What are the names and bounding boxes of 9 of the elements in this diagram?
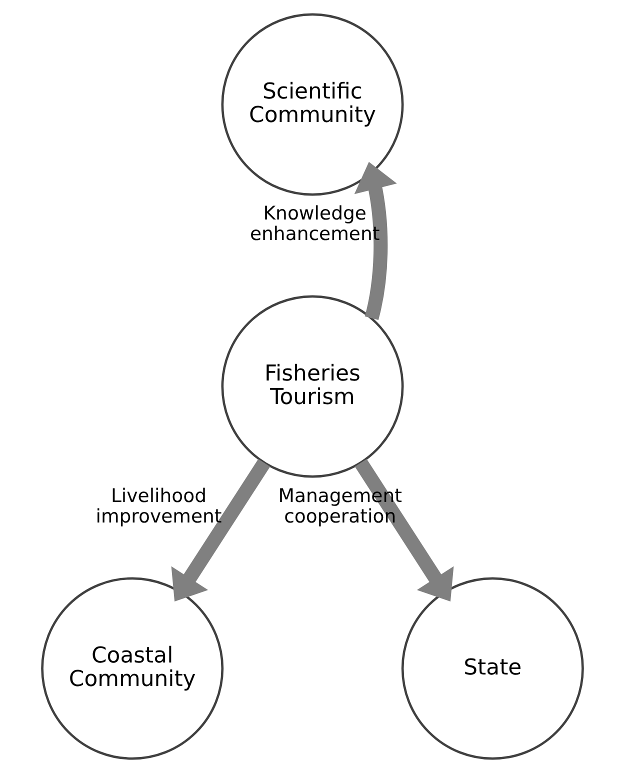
edge-label: Management cooperation (278, 486, 402, 528)
edge-label: Knowledge enhancement (249, 204, 380, 246)
arrow (170, 458, 270, 602)
arrow (354, 162, 396, 320)
node-circle: State (400, 577, 584, 760)
arrow (354, 458, 454, 602)
edge-label: Livelihood improvement (95, 486, 222, 528)
node-circle: Coastal Community (40, 577, 224, 760)
node-circle: Fisheries Tourism (220, 295, 404, 478)
